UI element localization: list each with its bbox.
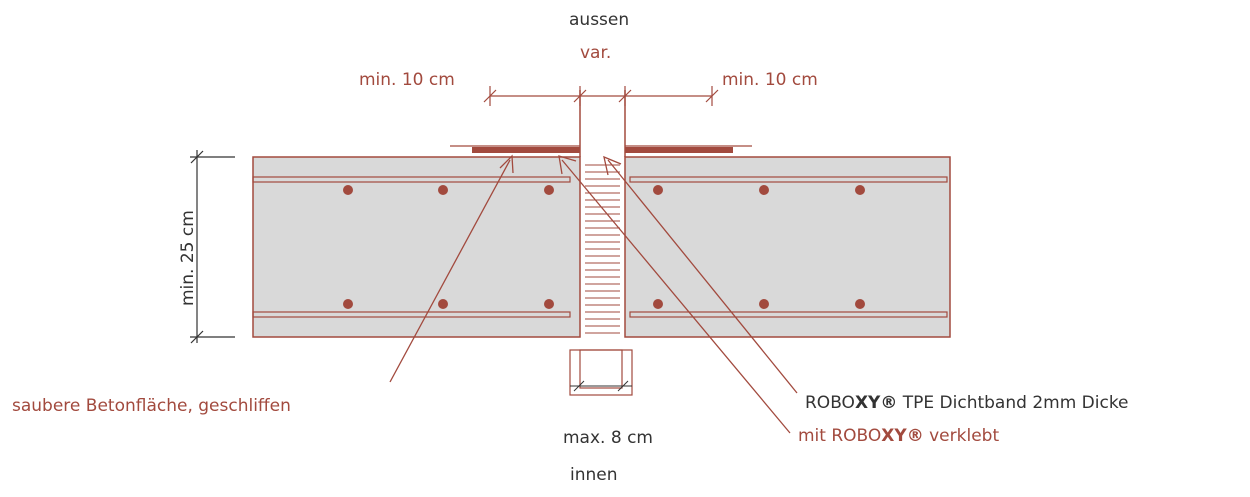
left-bottom-rebar	[252, 311, 571, 318]
inside-label: innen	[570, 465, 618, 485]
glue-brand: XY®	[881, 426, 924, 446]
clean-surface-label: saubere Betonfläche, geschliffen	[12, 396, 291, 416]
top-dimension-line	[483, 86, 719, 106]
sealing-tape-right	[625, 147, 733, 153]
tape-suffix: TPE Dichtband 2mm Dicke	[897, 393, 1129, 413]
outside-label: aussen	[569, 10, 630, 30]
rebar-dots	[343, 185, 865, 309]
thickness-label: min. 25 cm	[178, 210, 198, 306]
left-top-rebar	[252, 176, 571, 183]
tape-prefix: ROBO	[805, 393, 855, 413]
right-concrete-slab	[624, 156, 951, 338]
right-top-rebar	[629, 176, 948, 183]
glue-suffix: verklebt	[923, 426, 1000, 446]
leader-arrows	[389, 154, 798, 434]
thickness-dimension-line	[190, 150, 235, 344]
joint-filler	[585, 164, 620, 334]
sealing-tape-left	[472, 147, 580, 153]
variable-label: var.	[580, 43, 612, 63]
glue-prefix: mit ROBO	[798, 426, 882, 446]
tape-label: ROBOXY® TPE Dichtband 2mm Dicke	[805, 393, 1129, 413]
tape-brand: XY®	[854, 393, 898, 413]
gap-width-symbol	[569, 349, 633, 396]
right-bottom-rebar	[629, 311, 948, 318]
gap-width-label: max. 8 cm	[563, 428, 653, 448]
glue-label: mit ROBOXY® verklebt	[798, 426, 999, 446]
left-concrete-slab	[252, 156, 581, 338]
min-right-label: min. 10 cm	[722, 70, 818, 90]
min-left-label: min. 10 cm	[359, 70, 455, 90]
